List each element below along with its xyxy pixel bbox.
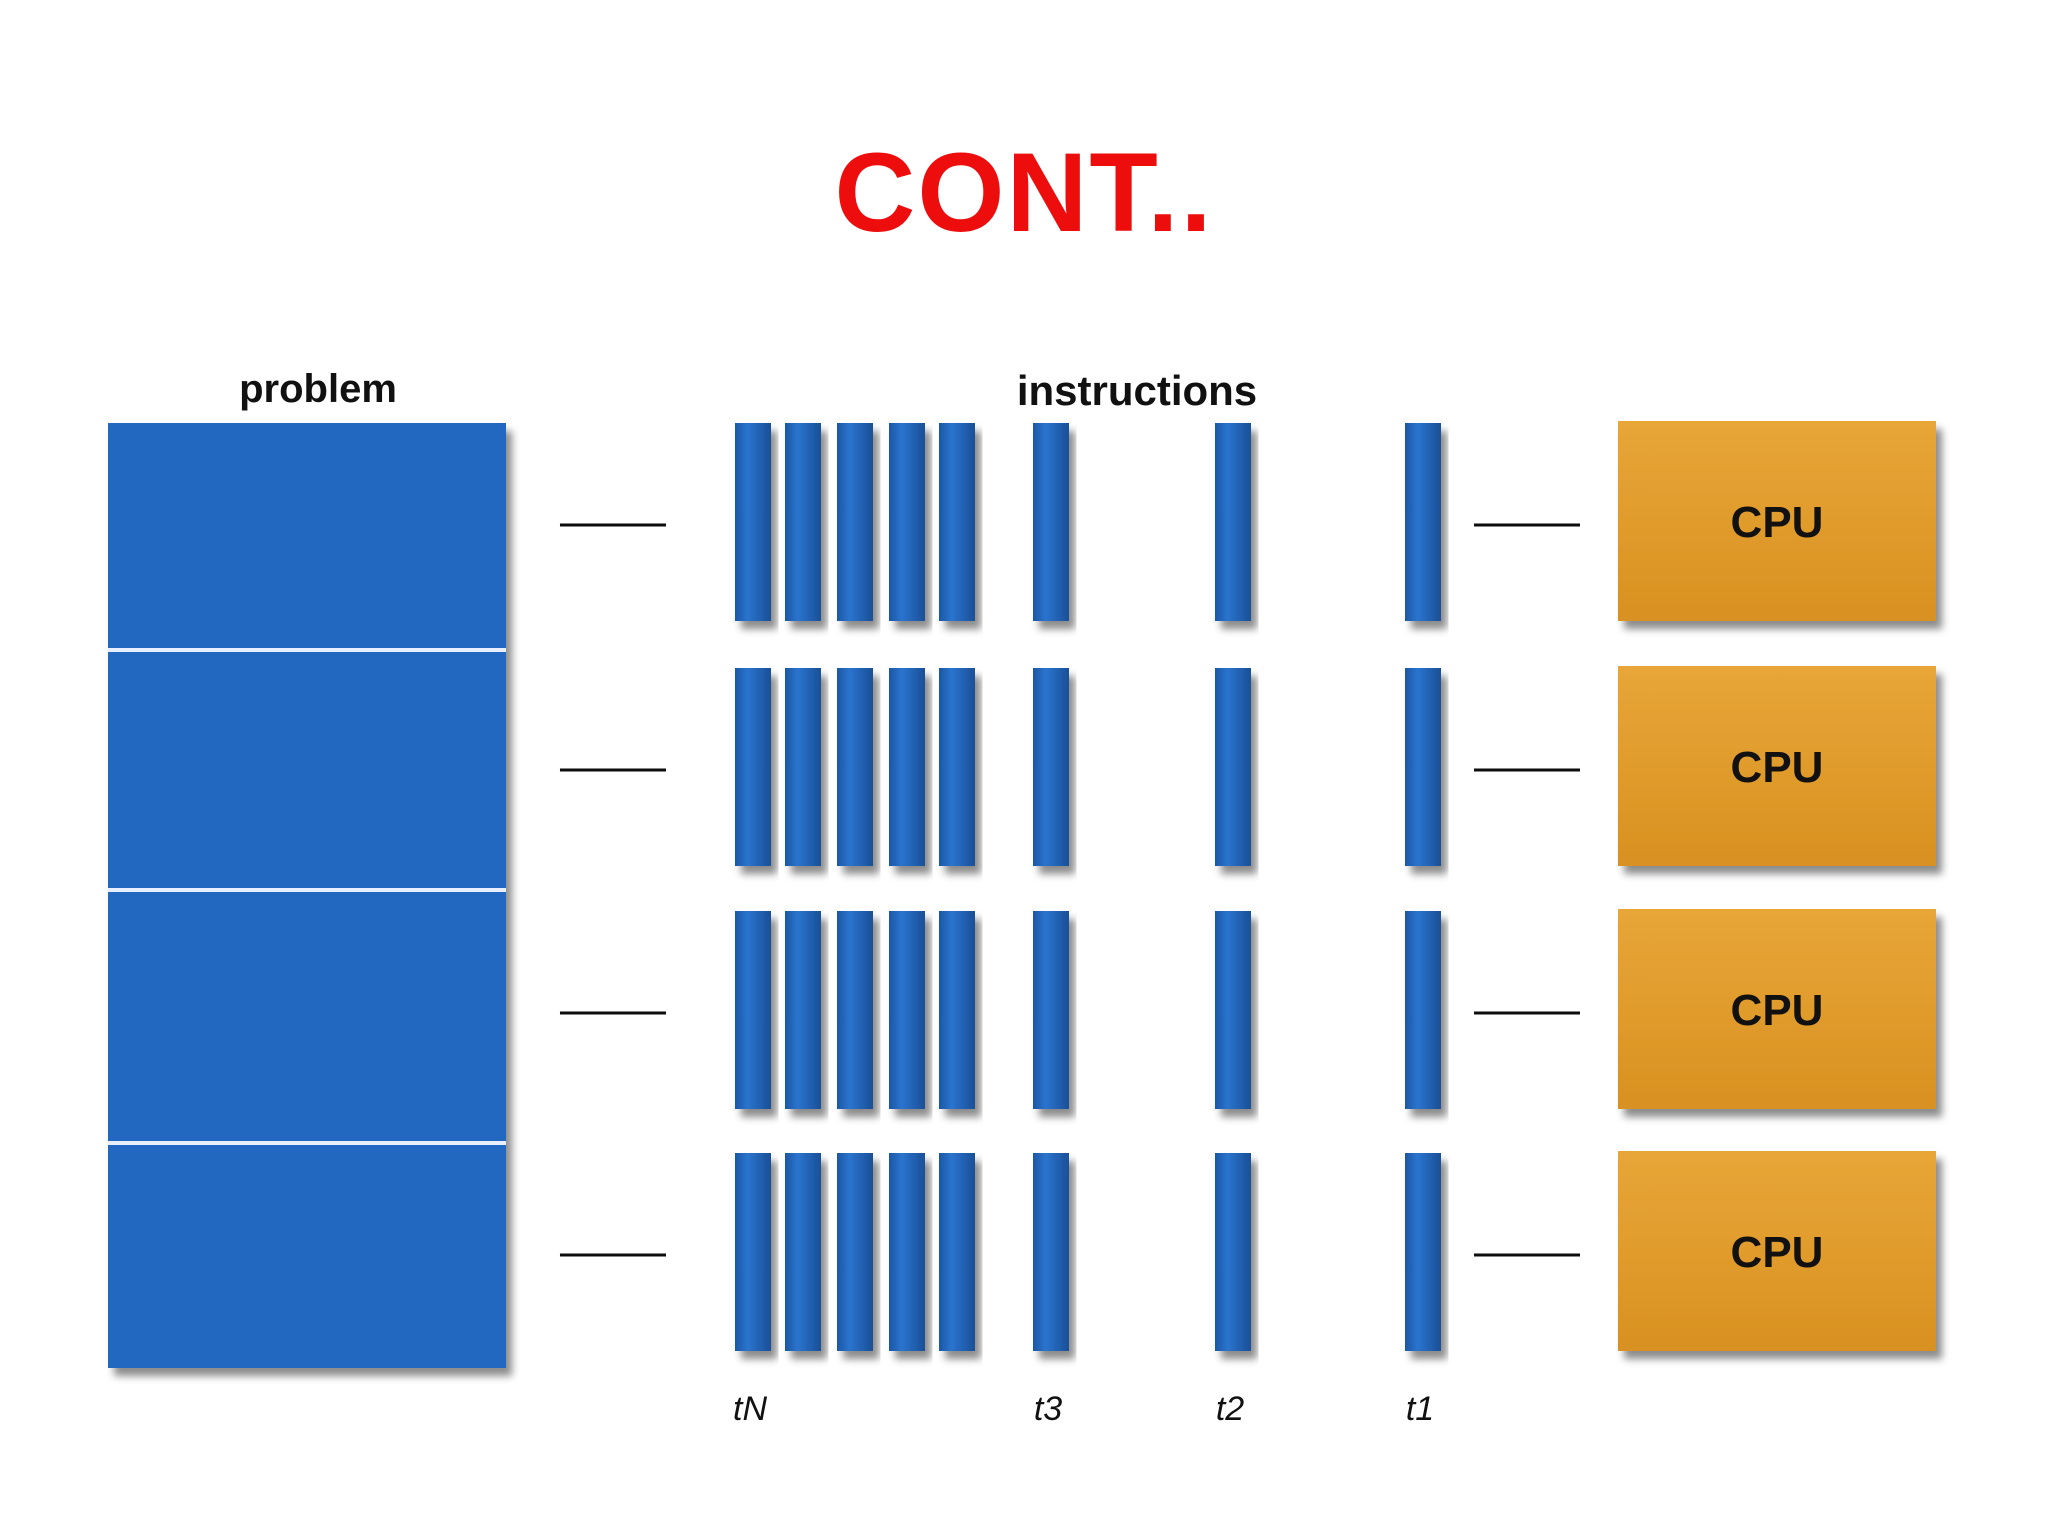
arrow-icon <box>559 977 704 1048</box>
instruction-rows: CPU CPU CPU CPU <box>559 421 1936 1351</box>
arrow-icon <box>559 489 704 560</box>
arrow-icon <box>1473 734 1618 805</box>
instruction-bar <box>889 911 925 1109</box>
instruction-bar <box>1215 1153 1251 1351</box>
cpu-label: CPU <box>1731 743 1824 792</box>
instruction-row: CPU <box>559 909 1936 1109</box>
instruction-bar <box>939 1153 975 1351</box>
instruction-bar <box>1405 423 1441 621</box>
instruction-bar <box>1215 668 1251 866</box>
instruction-row: CPU <box>559 666 1936 866</box>
instruction-row: CPU <box>559 1151 1936 1351</box>
instruction-bar <box>1033 911 1069 1109</box>
instruction-bar <box>785 911 821 1109</box>
instruction-bar <box>939 423 975 621</box>
problem-label: problem <box>239 367 397 411</box>
arrow-icon <box>559 734 704 805</box>
instruction-bar <box>735 1153 771 1351</box>
instruction-bar <box>889 1153 925 1351</box>
cpu-box <box>1618 421 1936 621</box>
instruction-bar <box>939 668 975 866</box>
instruction-bar <box>889 668 925 866</box>
instruction-bar <box>1033 423 1069 621</box>
arrow-icon <box>1473 1219 1618 1290</box>
cpu-label: CPU <box>1731 498 1824 547</box>
instruction-bar <box>1405 1153 1441 1351</box>
instruction-bar <box>889 423 925 621</box>
cpu-box <box>1618 666 1936 866</box>
arrow-icon <box>1473 977 1618 1048</box>
instruction-bar <box>785 668 821 866</box>
instructions-label: instructions <box>1017 367 1257 414</box>
instruction-bar <box>1215 423 1251 621</box>
instruction-bar <box>1215 911 1251 1109</box>
time-label-t3: t3 <box>1034 1390 1062 1428</box>
slide-title: CONT.. <box>834 130 1214 255</box>
time-label-t1: t1 <box>1406 1390 1434 1428</box>
arrow-icon <box>1473 489 1618 560</box>
instruction-bar <box>1033 668 1069 866</box>
instruction-bar <box>1405 911 1441 1109</box>
instruction-bar <box>837 1153 873 1351</box>
problem-rect <box>108 423 506 1368</box>
instruction-bar <box>1033 1153 1069 1351</box>
time-label-t2: t2 <box>1216 1390 1244 1428</box>
instruction-bar <box>735 423 771 621</box>
instruction-bar <box>735 668 771 866</box>
cpu-box <box>1618 1151 1936 1351</box>
instruction-bar <box>837 423 873 621</box>
instruction-bar <box>785 1153 821 1351</box>
instruction-bar <box>1405 668 1441 866</box>
cpu-label: CPU <box>1731 986 1824 1035</box>
cpu-box <box>1618 909 1936 1109</box>
arrow-icon <box>559 1219 704 1290</box>
instruction-bar <box>735 911 771 1109</box>
instruction-bar <box>785 423 821 621</box>
instruction-row: CPU <box>559 421 1936 621</box>
problem-block <box>108 423 506 1368</box>
time-label-tN: tN <box>733 1390 767 1428</box>
instruction-bar <box>837 911 873 1109</box>
instruction-bar <box>837 668 873 866</box>
cpu-label: CPU <box>1731 1228 1824 1277</box>
instruction-bar <box>939 911 975 1109</box>
